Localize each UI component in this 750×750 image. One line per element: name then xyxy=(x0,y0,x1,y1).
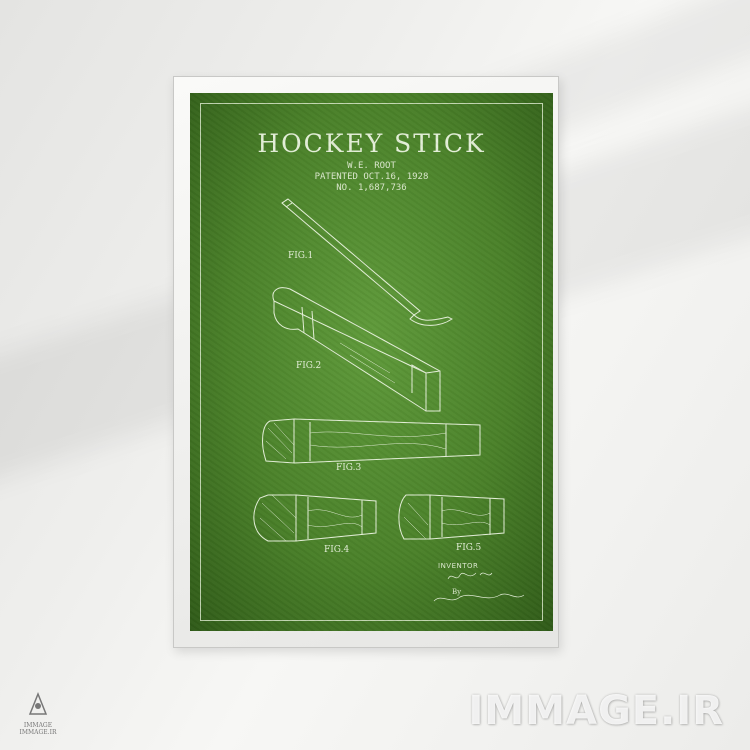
logo-text: IMMAGE xyxy=(23,722,53,729)
patent-poster: HOCKEY STICK W.E. ROOT PATENTED OCT.16, … xyxy=(190,93,553,631)
fig5-label: FIG.5 xyxy=(456,543,482,553)
fig5-section-drawing xyxy=(398,494,505,540)
fig1-label: FIG.1 xyxy=(288,251,314,261)
patent-drawing xyxy=(253,198,525,602)
fig4-section-drawing xyxy=(253,494,377,542)
logo-icon xyxy=(28,691,48,715)
fig2-butt-end-drawing xyxy=(272,287,441,412)
fig3-label: FIG.3 xyxy=(336,463,362,473)
inventor-signature xyxy=(447,572,493,580)
fig1-stick-drawing xyxy=(281,198,453,326)
attorney-signature xyxy=(433,593,525,602)
logo-subtext: IMMAGE.IR xyxy=(19,729,57,736)
patented-line: PATENTED OCT.16, 1928 xyxy=(314,172,429,182)
by-caption: By xyxy=(452,588,462,596)
inventor-caption: INVENTOR xyxy=(438,562,479,570)
poster-border xyxy=(200,103,543,621)
fig3-section-drawing xyxy=(262,418,481,464)
brand-logo: IMMAGE IMMAGE.IR xyxy=(18,690,58,736)
fig2-label: FIG.2 xyxy=(296,361,322,371)
poster-title: HOCKEY STICK xyxy=(257,129,486,158)
watermark-text: IMMAGE.IR xyxy=(468,688,724,734)
fig4-label: FIG.4 xyxy=(324,545,350,555)
patent-number: NO. 1,687,736 xyxy=(336,183,407,193)
inventor-line: W.E. ROOT xyxy=(347,161,396,171)
